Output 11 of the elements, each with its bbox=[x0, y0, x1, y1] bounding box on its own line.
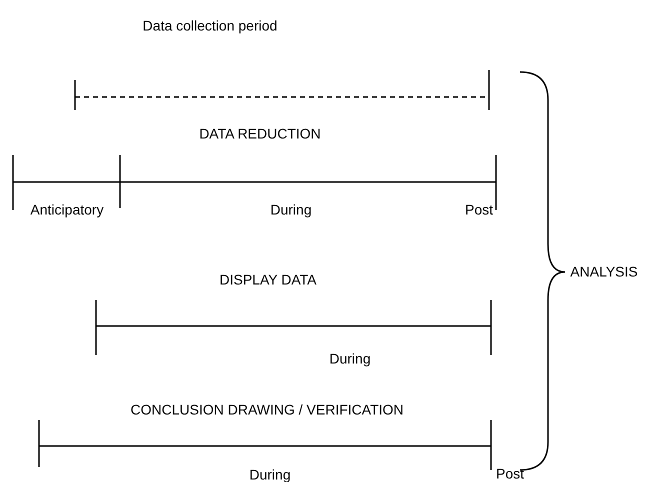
stage-heading: DISPLAY DATA bbox=[220, 272, 316, 288]
period-label: Data collection period bbox=[142, 18, 278, 34]
phase-label: During bbox=[329, 351, 371, 367]
phase-label: During bbox=[249, 467, 291, 482]
phase-label: Anticipatory bbox=[30, 202, 104, 218]
brace-label: ANALYSIS bbox=[570, 264, 638, 280]
stage-heading: CONCLUSION DRAWING / VERIFICATION bbox=[130, 402, 404, 418]
phase-label: Post bbox=[465, 202, 493, 218]
stage-heading: DATA REDUCTION bbox=[199, 126, 321, 142]
phase-label: During bbox=[270, 202, 312, 218]
phase-label: Post bbox=[496, 466, 524, 482]
